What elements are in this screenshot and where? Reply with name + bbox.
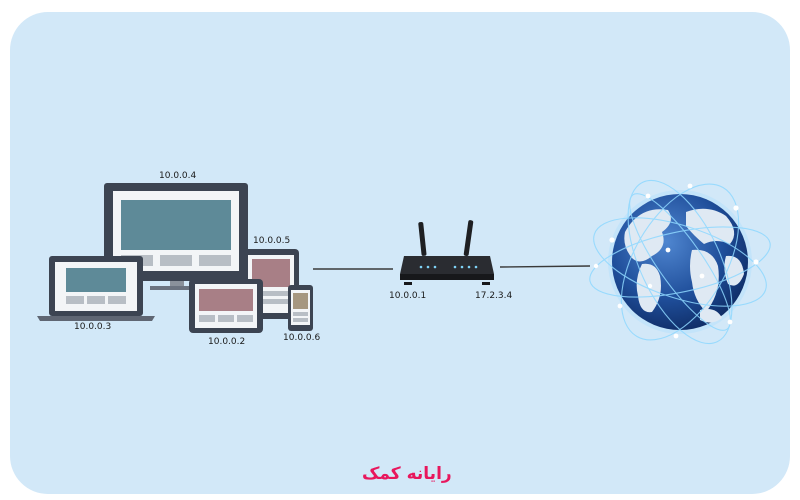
- laptop-ip-label: 10.0.0.3: [74, 322, 112, 332]
- globe-icon: [589, 179, 771, 345]
- tablet-ip-label: 10.0.0.2: [208, 337, 246, 347]
- phone-device: [288, 285, 313, 331]
- tablet-device: [189, 279, 263, 333]
- router-internet-link: [499, 265, 591, 268]
- phone-ip-label: 10.0.0.6: [283, 333, 321, 343]
- monitor-ip-label: 10.0.0.4: [159, 171, 197, 181]
- router-device: [400, 220, 494, 285]
- router-lan-ip-label: 10.0.0.1: [389, 291, 427, 301]
- brand-logo: رایانه کمک: [362, 464, 452, 484]
- background-panel: [10, 12, 790, 494]
- laptop-device: [37, 256, 155, 321]
- small-tablet-ip-label: 10.0.0.5: [253, 236, 291, 246]
- router-wan-ip-label: 17.2.3.4: [475, 291, 513, 301]
